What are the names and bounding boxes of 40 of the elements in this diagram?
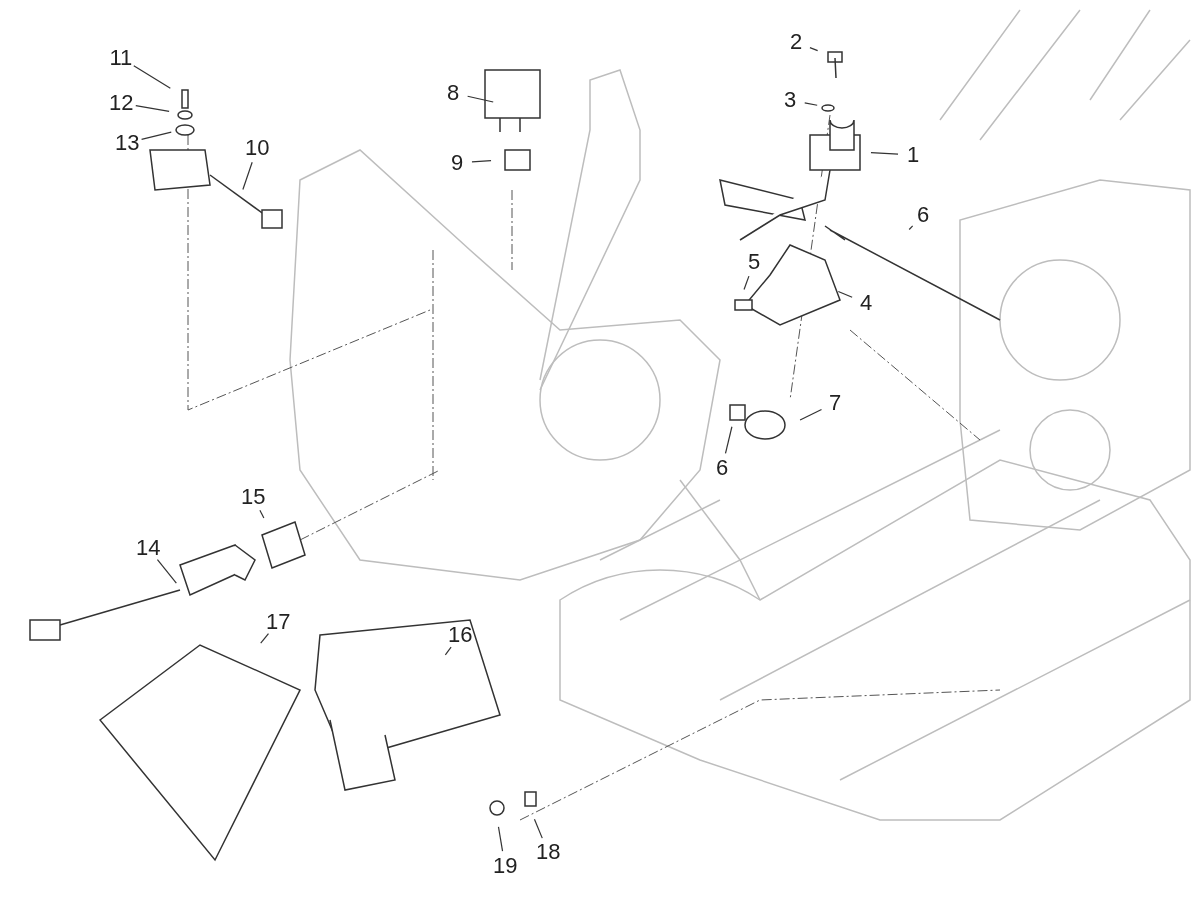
callout-number: 3 xyxy=(784,89,797,111)
leader-line xyxy=(260,633,270,644)
leader-line xyxy=(804,102,818,106)
callout-number: 8 xyxy=(447,82,460,104)
callout-number: 6 xyxy=(716,457,729,479)
callout-number: 15 xyxy=(241,486,266,508)
leader-line xyxy=(837,290,853,298)
callout-number: 14 xyxy=(136,537,161,559)
callout-number: 5 xyxy=(748,251,761,273)
leader-line xyxy=(444,646,452,656)
leader-line xyxy=(467,95,494,103)
leader-line xyxy=(533,818,543,839)
leader-line xyxy=(809,46,819,52)
leader-line xyxy=(471,160,492,163)
callout-number: 7 xyxy=(829,392,842,414)
leader-line xyxy=(799,408,823,421)
callout-number: 9 xyxy=(451,152,464,174)
leader-line xyxy=(140,131,172,141)
callout-number: 19 xyxy=(493,855,518,877)
leader-line xyxy=(870,151,899,155)
callout-number: 12 xyxy=(109,92,134,114)
leader-line xyxy=(497,826,504,852)
leader-line xyxy=(908,225,914,231)
callout-number: 18 xyxy=(536,841,561,863)
callout-number: 4 xyxy=(860,292,873,314)
callout-number: 1 xyxy=(907,144,920,166)
leader-line xyxy=(743,275,750,291)
callout-number: 2 xyxy=(790,31,803,53)
leader-line xyxy=(156,559,177,584)
leader-line xyxy=(135,105,170,113)
callout-number: 17 xyxy=(266,611,291,633)
leader-line xyxy=(259,509,265,519)
leader-line xyxy=(724,426,733,454)
leader-line xyxy=(133,65,171,89)
callout-number: 11 xyxy=(109,47,133,69)
callout-number: 16 xyxy=(448,624,473,646)
callout-number: 13 xyxy=(115,132,140,154)
callout-number: 6 xyxy=(917,204,930,226)
leader-line xyxy=(242,161,253,191)
callout-number: 10 xyxy=(245,137,270,159)
